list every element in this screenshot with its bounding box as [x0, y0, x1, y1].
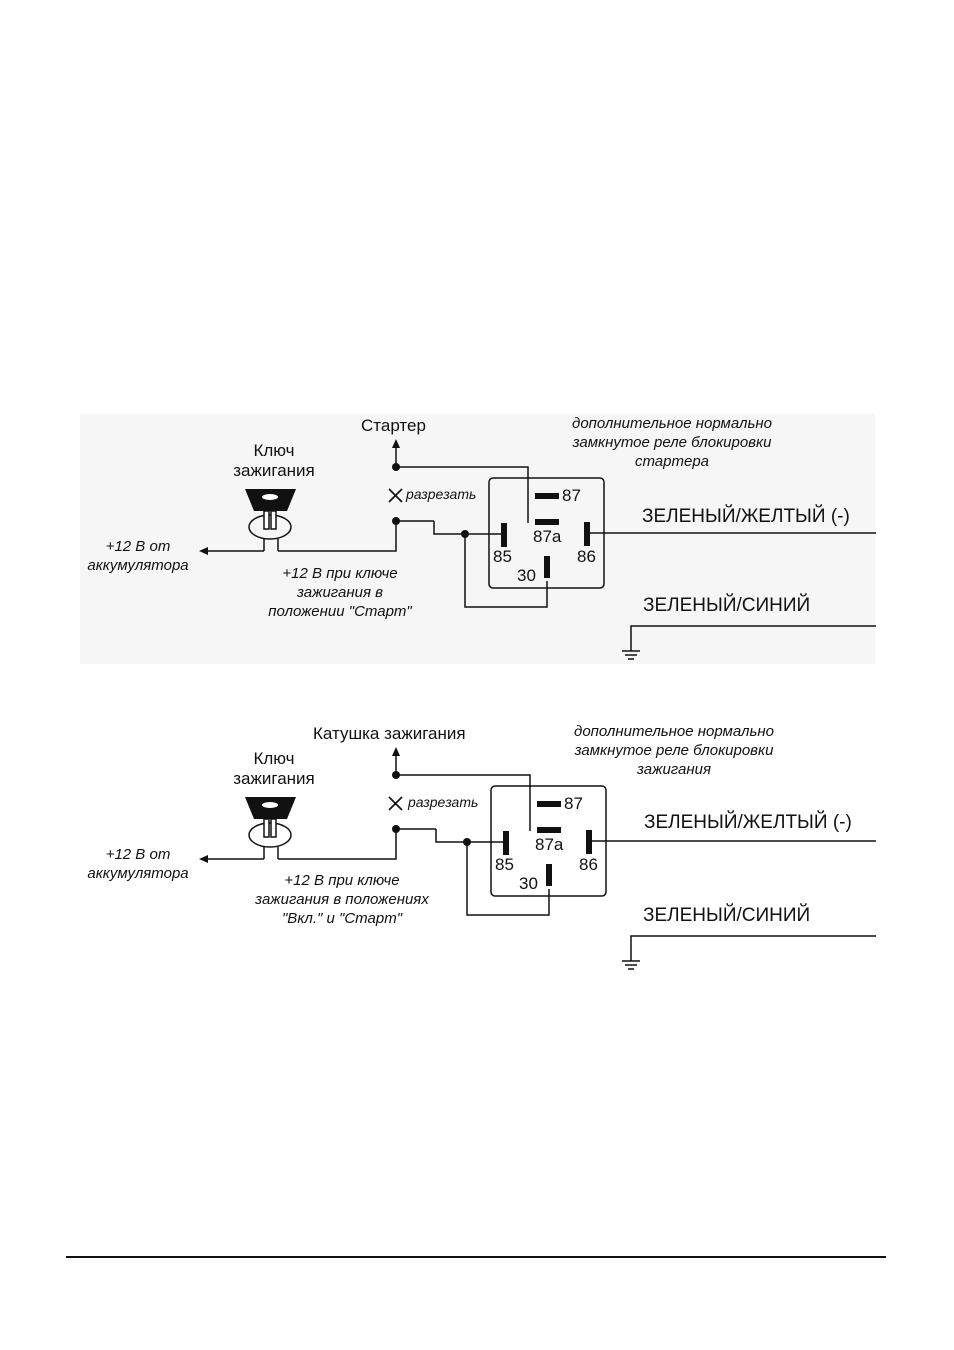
ignition-power-line: положении "Старт": [268, 603, 412, 620]
key-label-line: Ключ: [253, 749, 295, 768]
relay-caption-line: замкнутое реле блокировки: [574, 742, 774, 759]
battery-label-line: аккумулятора: [87, 557, 189, 574]
wire-green-blue-2: ЗЕЛЕНЫЙ/СИНИЙ: [643, 905, 811, 926]
ignition-power-label: +12 В при ключе зажигания в положении "С…: [250, 564, 430, 621]
battery-label: +12 В от аккумулятора: [76, 537, 200, 575]
ignition-power-label-2: +12 В при ключе зажигания в положениях "…: [232, 871, 452, 928]
key-label-line: зажигания: [233, 461, 315, 480]
key-label-line: зажигания: [233, 769, 315, 788]
pin-30: 30: [517, 566, 536, 585]
pin-87: 87: [564, 794, 583, 813]
footer-rule: [66, 1256, 886, 1258]
ignition-power-line: +12 В при ключе: [282, 565, 398, 582]
ignition-power-line: "Вкл." и "Старт": [281, 910, 403, 927]
diagram-starter-wiring: [199, 439, 876, 660]
coil-label: Катушка зажигания: [313, 724, 466, 743]
key-ring: [248, 514, 292, 540]
wire-green-blue: ЗЕЛЕНЫЙ/СИНИЙ: [643, 595, 811, 616]
cut-label-2: разрезать: [408, 794, 479, 810]
relay-caption-line: дополнительное нормально: [572, 415, 772, 432]
pin-30: 30: [519, 874, 538, 893]
ignition-power-line: +12 В при ключе: [284, 872, 400, 889]
relay-caption-line: дополнительное нормально: [574, 723, 774, 740]
diagram-starter-panel: [80, 414, 875, 664]
cut-label: разрезать: [406, 486, 477, 502]
pin-87a: 87a: [535, 835, 564, 854]
relay-caption-line: замкнутое реле блокировки: [572, 434, 772, 451]
ignition-key-icon-2: [245, 797, 296, 819]
pin-85: 85: [495, 855, 514, 874]
pin-86: 86: [579, 855, 598, 874]
ignition-power-line: зажигания в: [297, 584, 383, 601]
pin-87a: 87a: [533, 527, 562, 546]
pin-86: 86: [577, 547, 596, 566]
key-label-line: Ключ: [253, 441, 295, 460]
key-label-2: Ключ зажигания: [222, 749, 326, 789]
wire-green-yellow: ЗЕЛЕНЫЙ/ЖЕЛТЫЙ (-): [642, 506, 850, 527]
relay-caption-line: стартера: [634, 453, 710, 470]
key-label: Ключ зажигания: [222, 441, 326, 481]
battery-label-line: аккумулятора: [87, 865, 189, 882]
battery-label-line: +12 В от: [105, 538, 171, 555]
diagram-ignition-wiring: [199, 747, 876, 970]
battery-label-line: +12 В от: [105, 846, 171, 863]
ignition-key-icon: [245, 489, 296, 511]
wire-green-yellow-2: ЗЕЛЕНЫЙ/ЖЕЛТЫЙ (-): [644, 812, 852, 833]
relay-caption: дополнительное нормально замкнутое реле …: [552, 414, 792, 471]
relay-caption-2: дополнительное нормально замкнутое реле …: [554, 722, 794, 779]
starter-label: Стартер: [361, 416, 426, 435]
relay-caption-line: зажигания: [637, 761, 711, 778]
battery-label-2: +12 В от аккумулятора: [76, 845, 200, 883]
pin-87: 87: [562, 486, 581, 505]
pin-85: 85: [493, 547, 512, 566]
ignition-power-line: зажигания в положениях: [255, 891, 429, 908]
